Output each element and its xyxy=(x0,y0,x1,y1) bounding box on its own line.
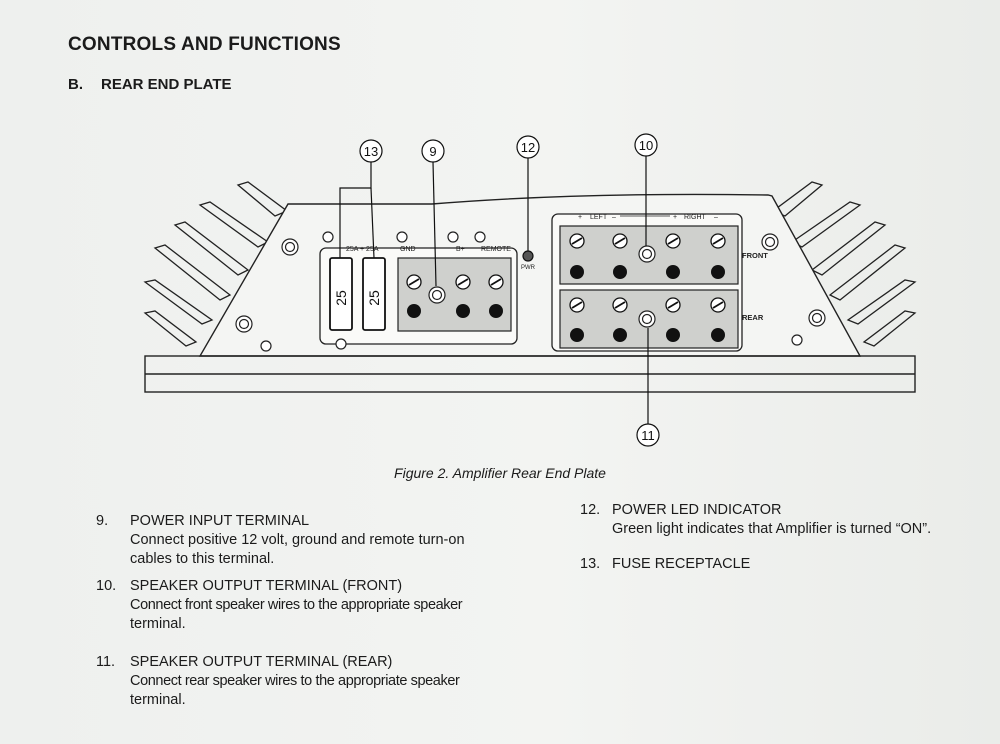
callout-9: 9 xyxy=(429,144,436,159)
amplifier-rear-plate-diagram: 25 25 25A + 25A GND B+ REMOTE PWR + LEFT… xyxy=(143,133,917,447)
left-label: LEFT xyxy=(590,214,608,221)
page-title: CONTROLS AND FUNCTIONS xyxy=(68,34,341,55)
item-desc-line: terminal. xyxy=(130,616,186,632)
section-letter: B. xyxy=(68,76,83,93)
remote-label: REMOTE xyxy=(481,246,511,253)
figure-caption: Figure 2. Amplifier Rear End Plate xyxy=(394,465,606,481)
section-title: B. REAR END PLATE xyxy=(68,76,232,93)
callout-10: 10 xyxy=(639,138,653,153)
amplifier-body xyxy=(144,193,916,393)
item-desc-line: Connect rear speaker wires to the approp… xyxy=(130,673,460,689)
rear-label: REAR xyxy=(742,313,764,322)
fuse-rating-label: 25A + 25A xyxy=(346,246,379,253)
callout-12: 12 xyxy=(521,140,535,155)
left-minus: – xyxy=(612,214,616,221)
gnd-label: GND xyxy=(400,246,416,253)
section-name: REAR END PLATE xyxy=(101,76,232,93)
item-title: SPEAKER OUTPUT TERMINAL (REAR) xyxy=(130,654,393,670)
fuse-label-2: 25 xyxy=(366,290,382,306)
callouts xyxy=(339,133,660,447)
right-label: RIGHT xyxy=(684,214,707,221)
item-number: 12. xyxy=(580,502,601,518)
callout-11: 11 xyxy=(641,428,655,443)
right-plus: + xyxy=(673,214,677,221)
left-cooling-fins xyxy=(143,181,289,347)
item-title: FUSE RECEPTACLE xyxy=(612,556,751,572)
item-number: 10. xyxy=(96,578,117,594)
pwr-label: PWR xyxy=(521,265,536,271)
item-title: POWER LED INDICATOR xyxy=(612,502,782,518)
item-number: 9. xyxy=(96,513,109,529)
item-title: SPEAKER OUTPUT TERMINAL (FRONT) xyxy=(130,578,403,594)
power-led: PWR xyxy=(521,250,536,271)
power-panel: 25 25 25A + 25A GND B+ REMOTE xyxy=(319,231,518,350)
item-desc-line: Green light indicates that Amplifier is … xyxy=(612,521,932,537)
item-desc-line: Connect positive 12 volt, ground and rem… xyxy=(130,532,465,548)
item-title: POWER INPUT TERMINAL xyxy=(130,513,310,529)
speaker-panel: + LEFT – + RIGHT – FRONT REAR xyxy=(551,213,768,352)
item-desc-line: Connect front speaker wires to the appro… xyxy=(130,597,463,613)
left-plus: + xyxy=(578,214,582,221)
item-desc-line: cables to this terminal. xyxy=(130,551,275,567)
bplus-label: B+ xyxy=(456,246,465,253)
item-desc-line: terminal. xyxy=(130,692,186,708)
fuse-label-1: 25 xyxy=(333,290,349,306)
item-number: 13. xyxy=(580,556,601,572)
right-minus: – xyxy=(714,214,718,221)
callout-13: 13 xyxy=(364,144,378,159)
fuse-slot-1 xyxy=(329,257,353,331)
front-label: FRONT xyxy=(742,251,768,260)
item-number: 11. xyxy=(96,654,116,670)
